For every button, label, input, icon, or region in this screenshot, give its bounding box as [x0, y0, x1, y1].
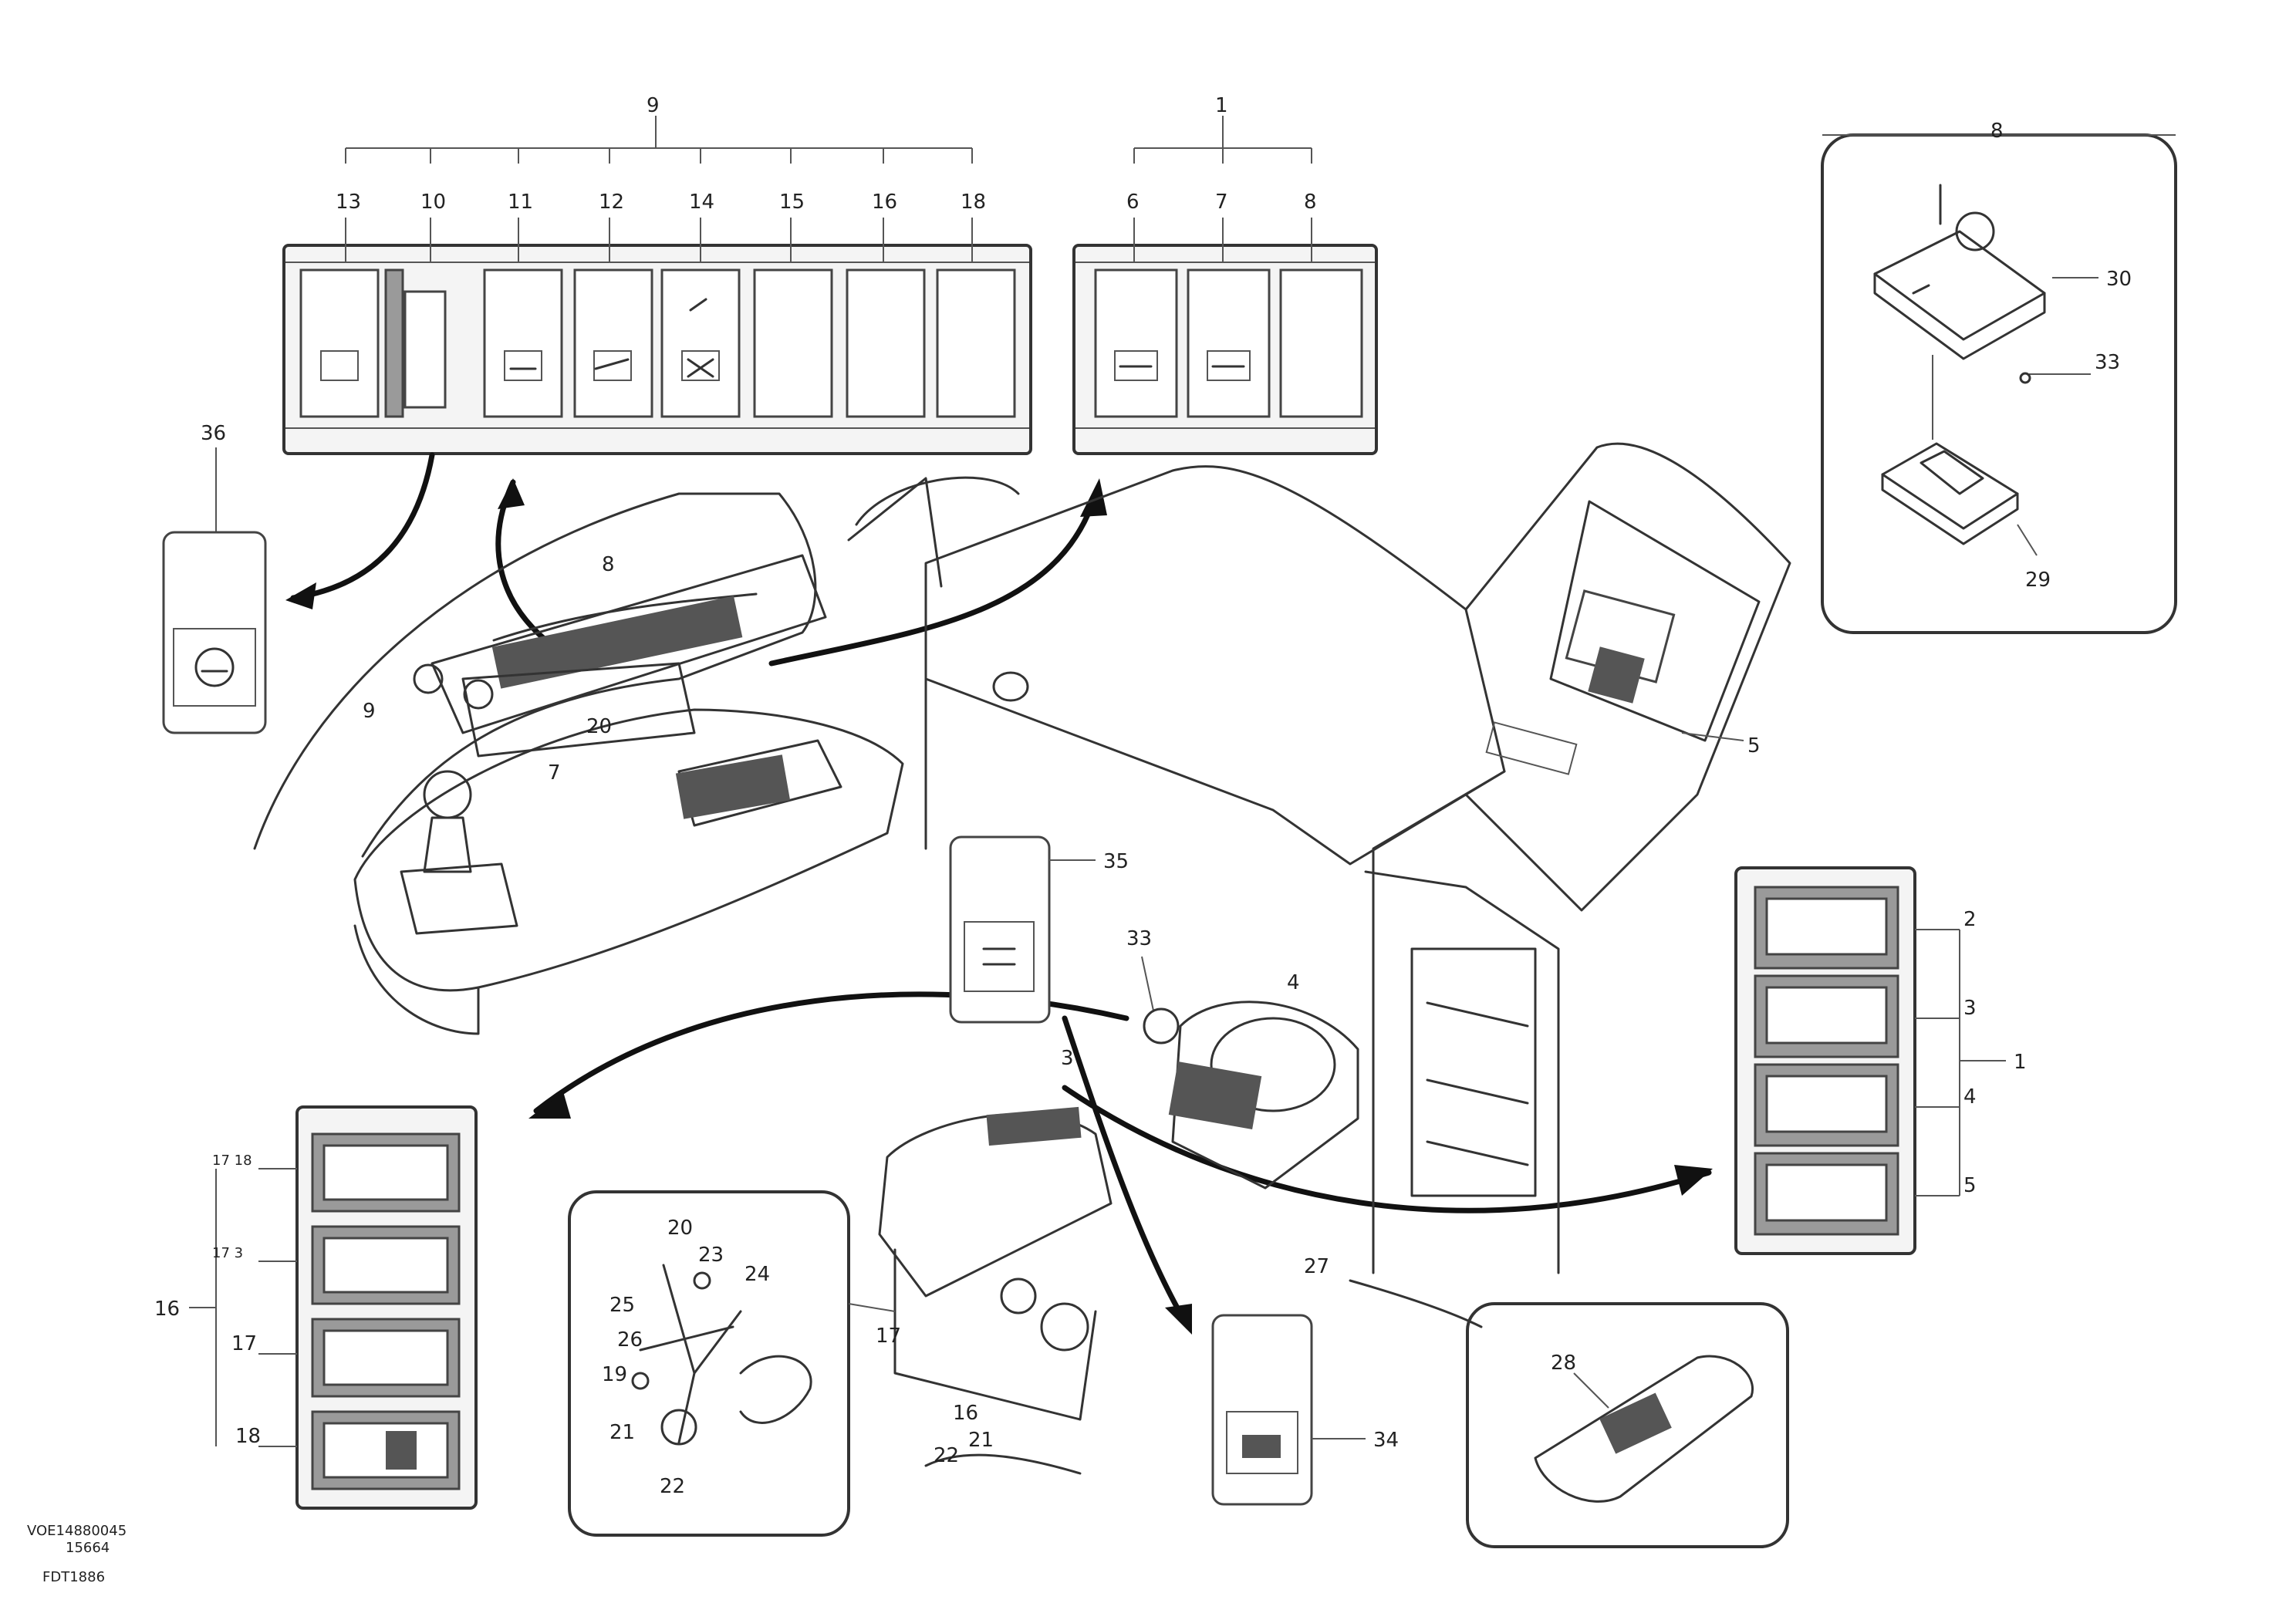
lower-console-keypad [986, 1106, 1082, 1146]
callout-label: 14 [689, 191, 714, 214]
callout-label: 34 [1373, 1429, 1399, 1452]
remote-keypad [1599, 1392, 1672, 1454]
callout-label: 8 [1304, 191, 1317, 214]
right-vertical-panel: 2 3 4 5 1 [1734, 866, 2027, 1255]
callout-label: 21 [609, 1421, 635, 1444]
callout-label: 30 [2106, 268, 2132, 291]
callout-label: 16 [953, 1402, 978, 1425]
curved-arrow-icon [285, 452, 1713, 1335]
drawing-code-2: 15664 [66, 1540, 110, 1556]
callout-label: 6 [1126, 191, 1140, 214]
callout-label: 7 [548, 761, 561, 785]
callout-label: 22 [660, 1475, 685, 1498]
callout-label: 9 [363, 700, 376, 723]
bottom-left-panel: 17 18 17 3 17 18 16 [154, 1105, 478, 1510]
callout-label: 16 [154, 1298, 180, 1321]
callout-label: 8 [602, 553, 615, 576]
callout-label: 8 [1990, 120, 2004, 143]
callout-label: 21 [968, 1429, 994, 1452]
callout-label: 33 [1126, 927, 1152, 950]
callout-label: 4 [1287, 971, 1300, 994]
callout-label: 15 [779, 191, 805, 214]
callout-label: 23 [698, 1244, 724, 1267]
callout-label: 17 18 [212, 1153, 252, 1169]
callout-label: 18 [235, 1425, 261, 1448]
callout-label: 18 [961, 191, 986, 214]
center-console-keypad [1168, 1061, 1262, 1130]
callout-label: 16 [872, 191, 897, 214]
callout-label: 11 [508, 191, 533, 214]
callout-label: 5 [1747, 734, 1761, 758]
callout-label: 36 [201, 422, 226, 445]
top-right-inset: 8 30 33 29 [1821, 120, 2177, 634]
callout-label: 22 [934, 1444, 959, 1467]
callout-label: 17 3 [212, 1245, 243, 1261]
callout-label: 1 [1215, 94, 1228, 117]
callout-label: 19 [602, 1363, 627, 1386]
drawing-reference-codes: VOE14880045 15664 FDT1886 [27, 1523, 127, 1585]
left-console-keypad [491, 596, 743, 689]
remote-switch-upper: 36 [162, 422, 267, 734]
bottom-switch: 34 [1211, 1314, 1399, 1506]
callout-label: 5 [1963, 1174, 1977, 1197]
callout-label: 7 [1215, 191, 1228, 214]
callout-label: 28 [1551, 1352, 1576, 1375]
callout-label: 25 [609, 1294, 635, 1317]
callout-label: 29 [2025, 569, 2051, 592]
left-bank-bracket: 9 13 10 11 12 14 15 16 18 [336, 94, 986, 262]
callout-label: 26 [617, 1328, 643, 1352]
callout-label: 10 [420, 191, 446, 214]
left-switch-bank [282, 244, 1032, 455]
callout-label: 27 [1304, 1255, 1329, 1278]
callout-label: 1 [2014, 1051, 2027, 1074]
callout-label: 3 [1061, 1047, 1074, 1070]
callout-label: 24 [745, 1263, 770, 1286]
callout-label: 17 [231, 1332, 257, 1355]
drawing-code-1: VOE14880045 [27, 1523, 127, 1539]
callout-label: 3 [1963, 997, 1977, 1020]
bottom-right-inset: 28 27 [1304, 1255, 1789, 1548]
right-switch-bank: 1 6 7 8 [1072, 94, 1378, 455]
callout-label: 20 [586, 715, 612, 738]
bottom-inset-left: 20 23 24 25 26 21 22 19 [568, 1190, 896, 1537]
callout-label: 9 [647, 94, 660, 117]
console-switch-cluster [675, 754, 791, 819]
callout-label: 17 [876, 1325, 901, 1348]
callout-label: 4 [1963, 1085, 1977, 1109]
right-console-controls [1485, 589, 1676, 775]
callout-label: 13 [336, 191, 361, 214]
callout-label: 35 [1103, 850, 1129, 873]
drawing-code-3: FDT1886 [42, 1569, 105, 1585]
cab-console-drawing: 8 9 20 7 5 35 33 [253, 442, 1791, 1475]
callout-label: 2 [1963, 908, 1977, 931]
callout-label: 20 [667, 1217, 693, 1240]
callout-label: 33 [2095, 351, 2120, 374]
callout-label: 12 [599, 191, 624, 214]
